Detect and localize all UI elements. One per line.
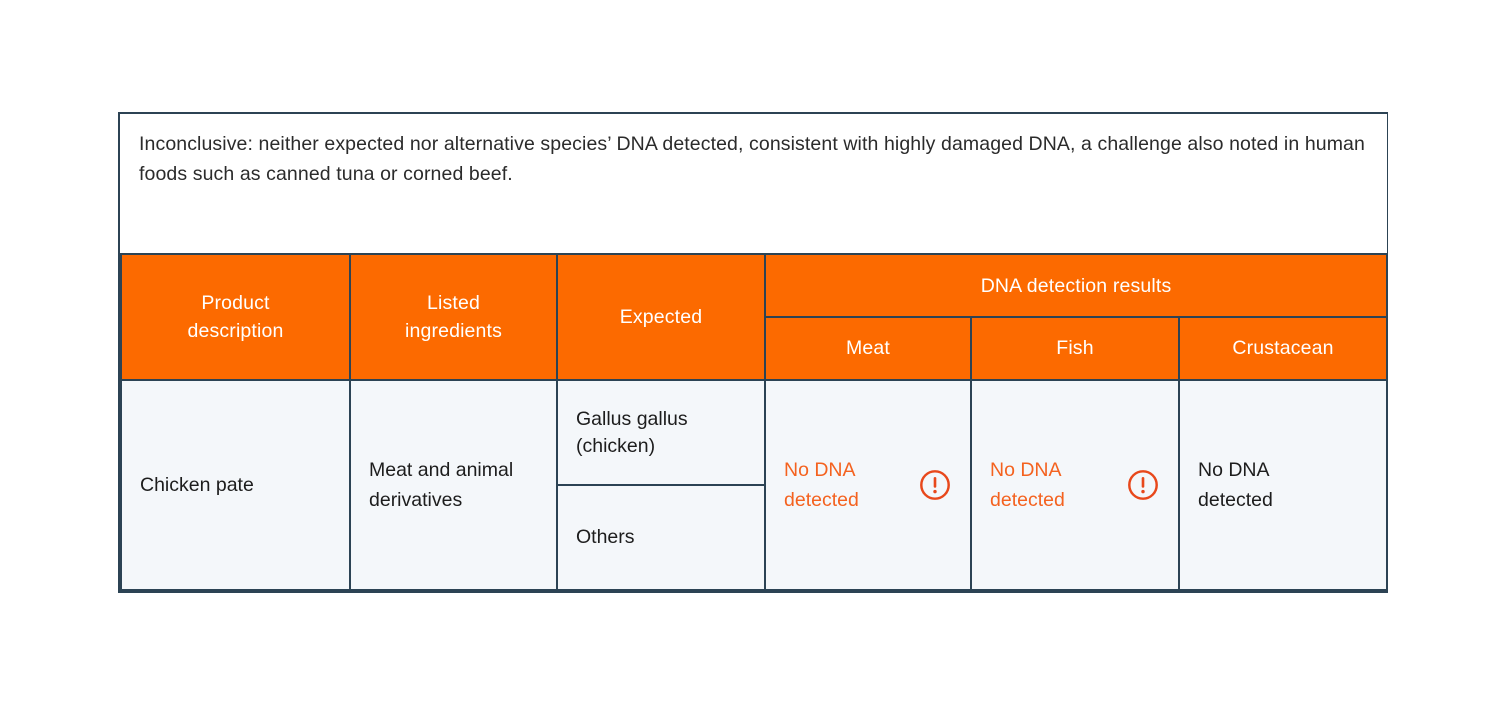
- header-crustacean-label: Crustacean: [1232, 337, 1334, 360]
- header-product-description: Product description: [120, 253, 351, 381]
- listed-ingredients-value: Meat and animal derivatives: [369, 458, 514, 511]
- expected-species-list: Gallus gallus (chicken) Others: [558, 381, 764, 589]
- header-fish-label: Fish: [1056, 337, 1094, 360]
- cell-result-fish: No DNA detected: [970, 379, 1180, 591]
- expected-species-others: Others: [558, 486, 764, 589]
- result-fish-value: No DNA detected: [990, 458, 1065, 511]
- dna-results-table: Inconclusive: neither expected nor alter…: [120, 114, 1389, 591]
- cell-result-meat: No DNA detected: [764, 379, 972, 591]
- expected-species-primary: Gallus gallus (chicken): [558, 381, 764, 486]
- header-product-description-label: Product description: [187, 291, 284, 343]
- header-listed-ingredients-label: Listed ingredients: [404, 291, 503, 343]
- table-header-row-secondary: Meat Fish Crustacean: [121, 316, 1389, 381]
- result-meat-inner: No DNA detected: [784, 455, 952, 515]
- warning-circle-icon: [920, 470, 950, 500]
- result-meat-value: No DNA detected: [784, 458, 859, 511]
- header-dna-detection-results: DNA detection results: [763, 253, 1389, 319]
- header-expected: Expected: [556, 253, 766, 381]
- cell-product-description: Chicken pate: [120, 379, 351, 591]
- result-crustacean-value: No DNA detected: [1198, 458, 1273, 511]
- result-fish-inner: No DNA detected: [990, 455, 1160, 515]
- table-note-row: Inconclusive: neither expected nor alter…: [121, 114, 1388, 256]
- header-dna-detection-results-label: DNA detection results: [980, 274, 1172, 297]
- cell-result-crustacean: No DNA detected: [1177, 379, 1389, 591]
- header-crustacean: Crustacean: [1177, 316, 1389, 381]
- table-header-row-primary: Product description Listed ingredients E…: [120, 253, 1389, 381]
- dna-results-table-container: Inconclusive: neither expected nor alter…: [118, 112, 1389, 593]
- header-listed-ingredients: Listed ingredients: [349, 253, 558, 381]
- expected-species-primary-value: Gallus gallus (chicken): [576, 408, 688, 457]
- header-meat: Meat: [764, 316, 972, 381]
- warning-circle-icon: [1128, 470, 1158, 500]
- inconclusive-note-text: Inconclusive: neither expected nor alter…: [139, 133, 1365, 185]
- inconclusive-note-cell: Inconclusive: neither expected nor alter…: [121, 114, 1388, 256]
- result-crustacean-inner: No DNA detected: [1198, 455, 1368, 515]
- product-description-value: Chicken pate: [140, 473, 254, 496]
- header-fish: Fish: [970, 316, 1180, 381]
- cell-expected: Gallus gallus (chicken) Others: [556, 379, 766, 591]
- header-expected-label: Expected: [619, 305, 703, 328]
- header-meat-label: Meat: [846, 337, 890, 360]
- table-row: Chicken pate Meat and animal derivatives…: [120, 379, 1389, 591]
- expected-species-others-value: Others: [576, 526, 635, 549]
- cell-listed-ingredients: Meat and animal derivatives: [349, 379, 558, 591]
